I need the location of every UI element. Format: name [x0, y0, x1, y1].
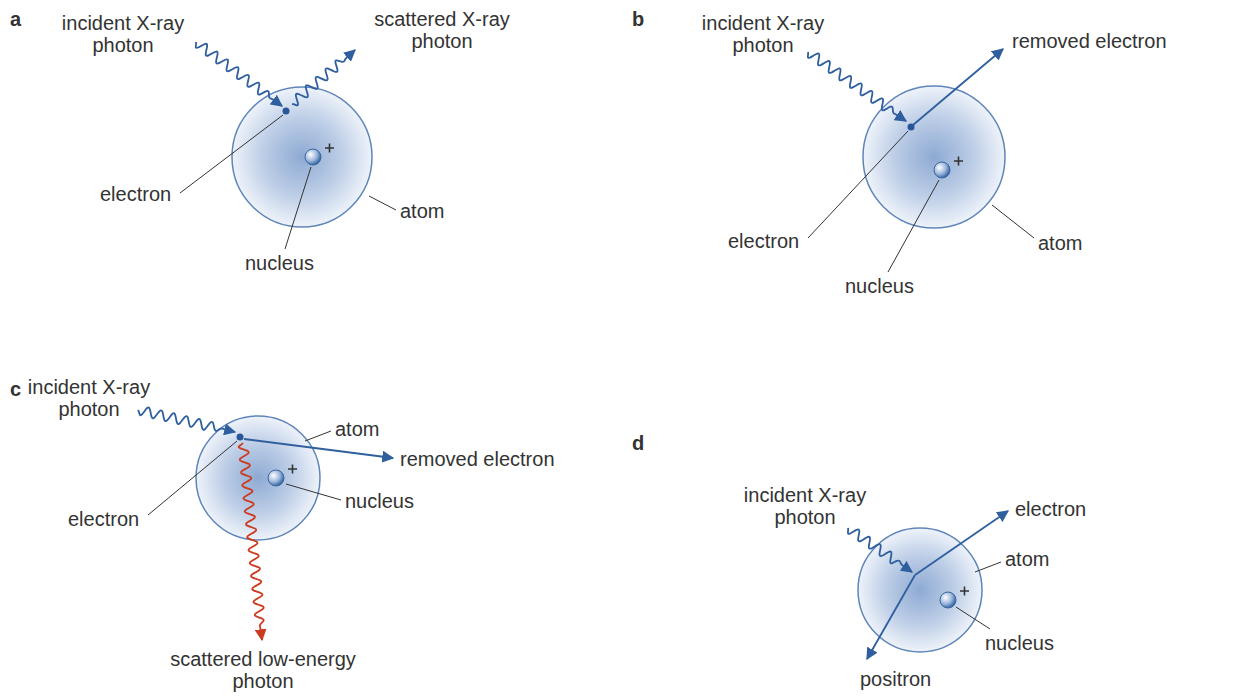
charge-sign [954, 157, 963, 166]
leader-line [180, 115, 283, 193]
part-label: atom [335, 418, 379, 440]
photon-label: incident X-ray photon [688, 12, 838, 57]
part-label: electron [100, 183, 171, 205]
incident-photon [848, 528, 912, 572]
photon-label: scattered low-energy photon [157, 648, 369, 693]
photon-label: incident X-ray photon [730, 484, 880, 529]
part-label: nucleus [245, 252, 314, 274]
leader-line [975, 562, 1001, 572]
positron-track [867, 575, 915, 659]
part-label: atom [400, 200, 444, 222]
part-label: electron [68, 508, 139, 530]
nucleus-sphere [268, 470, 284, 486]
leader-line [286, 484, 341, 500]
leader-line [285, 167, 311, 249]
scattered-photon [292, 50, 355, 105]
atom-circle [232, 87, 372, 227]
particle-label: removed electron [400, 448, 555, 470]
nucleus-sphere [305, 149, 321, 165]
particle-label: positron [860, 668, 931, 690]
leader-line [148, 441, 237, 515]
charge-sign [325, 144, 334, 153]
leader-line [808, 131, 908, 238]
particle-label: electron [1015, 498, 1086, 520]
incident-photon [808, 52, 906, 121]
panel-letter: c [10, 378, 21, 400]
electron-dot [908, 124, 915, 131]
atom-circle [858, 528, 982, 652]
photon-label: incident X-ray photon [14, 376, 164, 421]
leader-line [888, 180, 939, 272]
leader-line [992, 205, 1034, 238]
incident-photon [138, 407, 235, 432]
electron-track [913, 49, 1003, 125]
panel-letter: b [632, 8, 644, 30]
part-label: nucleus [985, 632, 1054, 654]
photon-label: scattered X-ray photon [362, 8, 522, 53]
particle-label: removed electron [1012, 30, 1167, 52]
leader-line [305, 431, 331, 441]
leader-line [369, 196, 396, 210]
part-label: electron [728, 230, 799, 252]
charge-sign [960, 587, 969, 596]
scattered-photon [239, 443, 264, 640]
incident-photon [196, 42, 282, 106]
panel-letter: d [632, 432, 644, 454]
nucleus-sphere [940, 592, 956, 608]
electron-track [915, 511, 1008, 575]
part-label: atom [1038, 232, 1082, 254]
part-label: atom [1005, 548, 1049, 570]
photon-label: incident X-ray photon [48, 12, 198, 57]
electron-track [244, 439, 393, 458]
part-label: nucleus [845, 275, 914, 297]
panel-letter: a [10, 8, 21, 30]
nucleus-sphere [934, 162, 950, 178]
leader-line [956, 607, 990, 629]
electron-dot [283, 108, 290, 115]
charge-sign [288, 465, 297, 474]
atom-circle [196, 416, 320, 540]
electron-dot [237, 434, 244, 441]
part-label: nucleus [345, 490, 414, 512]
